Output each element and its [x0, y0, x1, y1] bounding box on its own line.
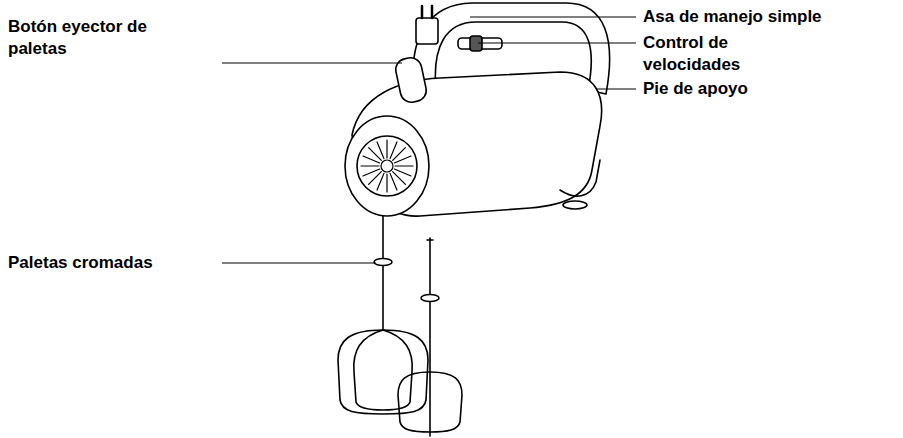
vent-slot — [393, 148, 406, 161]
vent-slot — [369, 148, 382, 161]
leader-line — [596, 88, 636, 89]
power-plug — [416, 18, 438, 44]
beater-tip — [427, 239, 433, 241]
vent-slot — [393, 172, 406, 185]
vent-slot — [390, 142, 397, 159]
label-holder: Control de velocidades — [643, 32, 761, 76]
label-holder: Paletas cromadas — [8, 252, 218, 274]
beater-shaft — [382, 205, 384, 330]
vent-circle — [357, 136, 417, 196]
vent-slot — [363, 169, 380, 176]
heel-rest — [560, 160, 600, 196]
vent-slot — [377, 142, 384, 159]
part-label: Pie de apoyo — [643, 78, 893, 100]
heel-foot — [563, 201, 587, 209]
leader-line — [222, 62, 402, 63]
part-label: Paletas cromadas — [8, 252, 218, 274]
label-holder: Pie de apoyo — [643, 78, 893, 100]
vent-slot — [363, 156, 380, 163]
label-holder: Botón eyector de paletas — [8, 16, 178, 60]
vent-slots — [361, 140, 413, 192]
vent-slot — [395, 165, 413, 166]
label-holder: Asa de manejo simple — [643, 6, 893, 28]
vent-slot — [394, 169, 411, 176]
beater-cage — [338, 330, 428, 414]
leader-line — [470, 16, 636, 17]
beater-collar — [374, 259, 392, 266]
vent-slot — [377, 173, 384, 190]
part-label: Asa de manejo simple — [643, 6, 893, 28]
leader-line — [222, 262, 376, 263]
vent-slot — [361, 165, 379, 166]
part-label: Botón eyector de paletas — [8, 16, 178, 60]
mixer-body — [352, 72, 602, 216]
leader-lines — [222, 17, 636, 263]
front-face — [345, 116, 429, 216]
beater-collar — [421, 295, 439, 302]
leader-line — [478, 42, 636, 43]
part-label: Control de velocidades — [643, 32, 761, 76]
beater-cage — [354, 330, 413, 410]
vent-slot — [390, 173, 397, 190]
vent-slot — [386, 140, 387, 158]
beater-shaft — [429, 238, 431, 436]
vent-slot — [394, 156, 411, 163]
vent-slot — [369, 172, 382, 185]
plug-prong — [421, 6, 424, 18]
vent-slot — [386, 174, 387, 192]
beater-cage — [398, 372, 462, 432]
plug-prong — [431, 6, 434, 18]
vent-hub — [381, 160, 393, 172]
